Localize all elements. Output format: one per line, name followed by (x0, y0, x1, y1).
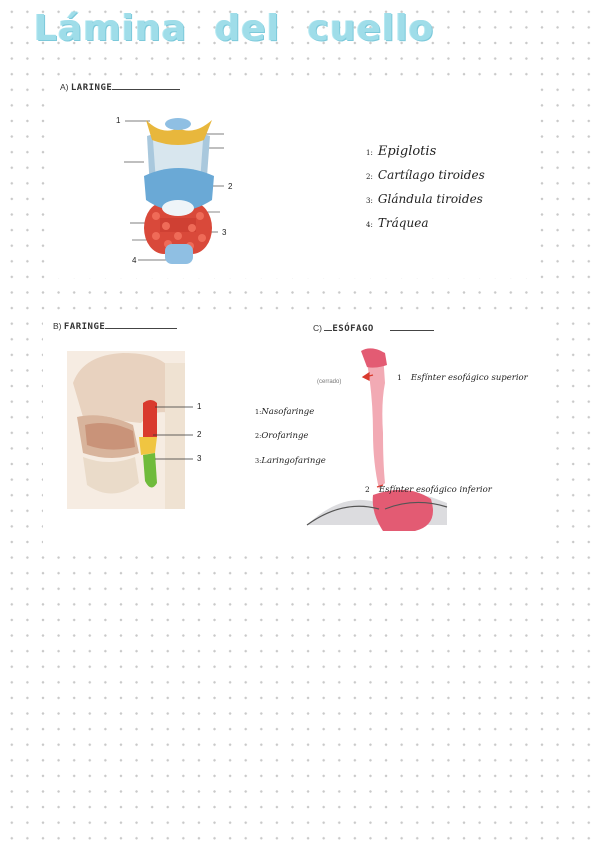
upper-esophageal-sphincter-shape (361, 348, 387, 368)
cricoid-cartilage-shape (144, 168, 214, 211)
faringe-answer-1: 1:Nasofaringe (255, 399, 314, 418)
laringe-label-prefix: A) (60, 82, 69, 92)
esophagus-caption: (cerrado) (317, 379, 341, 385)
nasopharynx-region (143, 400, 157, 437)
pharynx-leader-lines (153, 406, 193, 460)
esofago-callout-1-num: 1 (397, 373, 402, 382)
faringe-answer-2-num: 2: (255, 432, 262, 440)
laringe-answer-2-text: Cartílago tiroides (377, 168, 485, 182)
laringe-answer-3-num: 3: (366, 197, 373, 205)
laringe-answer-2: 2: Cartílago tiroides (366, 164, 485, 183)
larynx-callout-2: 2 (228, 182, 233, 191)
laringe-answer-1: 1: Epiglotis (366, 140, 436, 159)
laringe-label: LARINGE (70, 83, 113, 93)
faringe-answer-2: 2:Orofaringe (255, 423, 308, 442)
faringe-label: FARINGE (63, 322, 106, 332)
esofago-label-prefix: C) (313, 323, 322, 333)
oropharynx-region (139, 437, 157, 455)
faringe-answer-2-text: Orofaringe (261, 431, 309, 441)
larynx-callout-4: 4 (132, 256, 137, 265)
faringe-answer-3: 3:Laringofaringe (255, 448, 326, 467)
esofago-callout-2: 2 Esfínter esofágico inferior (365, 477, 492, 496)
laringe-answer-1-num: 1: (366, 149, 373, 157)
pharynx-callout-2: 2 (197, 430, 202, 439)
faringe-answer-3-num: 3: (255, 457, 262, 465)
esophagus-callout-arrows (361, 371, 384, 488)
laryngopharynx-region (143, 453, 157, 488)
faringe-underline (105, 322, 178, 329)
laringe-answer-3: 3: Glándula tiroides (366, 188, 483, 207)
larynx-callout-1: 1 (116, 116, 121, 125)
larynx-callout-3: 3 (222, 228, 227, 237)
pharynx-callout-1: 1 (197, 402, 202, 411)
esofago-callout-2-num: 2 (365, 485, 370, 494)
faringe-label-prefix: B) (53, 321, 62, 331)
laringe-answer-2-num: 2: (366, 173, 373, 181)
pharynx-illustration: (cerrado) (67, 348, 448, 531)
laringe-answer-4: 4: Tráquea (366, 212, 428, 231)
faringe-section-label: B) FARINGE (53, 321, 178, 332)
larynx-illustration (124, 118, 224, 264)
esofago-section-label: C) ESÓFAGO (313, 323, 435, 334)
laringe-answer-4-text: Tráquea (377, 216, 429, 230)
laringe-answer-1-text: Epiglotis (377, 144, 437, 159)
esofago-callout-1: 1 Esfínter esofágico superior (397, 365, 528, 384)
pharynx-callout-3: 3 (197, 454, 202, 463)
esofago-callout-2-text: Esfínter esofágico inferior (378, 485, 492, 495)
esofago-callout-1-text: Esfínter esofágico superior (410, 373, 528, 383)
faringe-answer-1-text: Nasofaringe (261, 407, 315, 417)
epiglottis-shape (146, 120, 212, 145)
laringe-answer-4-num: 4: (366, 221, 373, 229)
esofago-label: ESÓFAGO (332, 324, 374, 334)
trachea-shape (165, 244, 193, 264)
laringe-card: A) LARINGE (52, 78, 534, 278)
faringe-answer-1-num: 1: (255, 408, 262, 416)
laringe-answer-3-text: Glándula tiroides (377, 192, 483, 206)
faringe-answer-3-text: Laringofaringe (261, 456, 326, 466)
laringe-section-label: A) LARINGE (60, 82, 181, 93)
page-title: Lámina del cuello (34, 8, 435, 49)
faringe-esofago-card: B) FARINGE C) ESÓFAGO (cerrado) (43, 313, 544, 545)
esofago-underline (390, 324, 435, 331)
laringe-underline (112, 83, 181, 90)
stomach-shape (372, 489, 433, 531)
esophagus-shape (365, 349, 385, 489)
